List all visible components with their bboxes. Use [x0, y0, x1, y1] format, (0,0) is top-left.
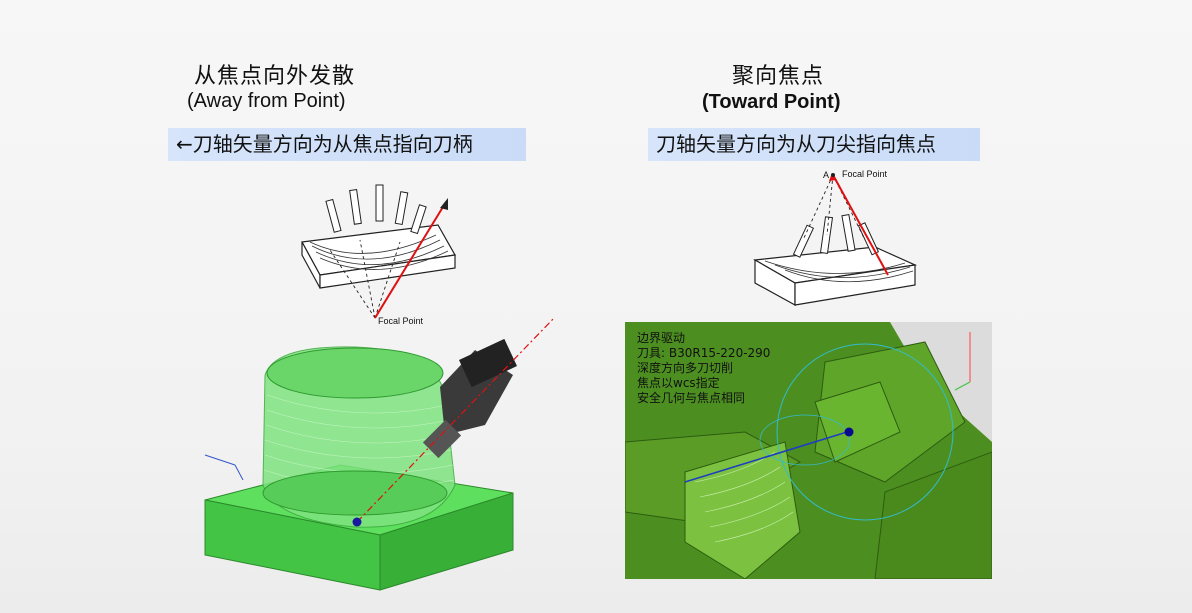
left-title-cn: 从焦点向外发散 [194, 64, 356, 89]
right-description-band: 刀轴矢量方向为从刀尖指向焦点 [648, 128, 980, 161]
cam-info-line: 边界驱动 [637, 331, 686, 345]
left-description-band: ←刀轴矢量方向为从焦点指向刀柄 [168, 128, 526, 161]
cam-info-block: 边界驱动 刀具: B30R15-220-290 深度方向多刀切削 焦点以wcs指… [637, 331, 770, 406]
toward-point-diagram: A Focal Point [753, 169, 918, 307]
cam-info-line: 深度方向多刀切削 [637, 361, 734, 375]
right-focal-label: Focal Point [842, 169, 888, 179]
away-from-point-diagram: Focal Point [301, 184, 456, 326]
right-title-cn: 聚向焦点 [732, 64, 825, 89]
left-title-en: (Away from Point) [187, 90, 346, 112]
cam-info-line: 刀具: B30R15-220-290 [637, 346, 771, 360]
right-focal-marker: A [823, 170, 829, 180]
left-cam-render [204, 316, 556, 591]
cam-info-line: 安全几何与焦点相同 [637, 391, 746, 405]
cam-info-line: 焦点以wcs指定 [637, 376, 720, 390]
cam-model-graphic [625, 322, 992, 579]
right-title-en: (Toward Point) [702, 91, 841, 113]
left-focal-label: Focal Point [378, 316, 424, 326]
right-cam-render: 边界驱动 刀具: B30R15-220-290 深度方向多刀切削 焦点以wcs指… [625, 322, 992, 579]
